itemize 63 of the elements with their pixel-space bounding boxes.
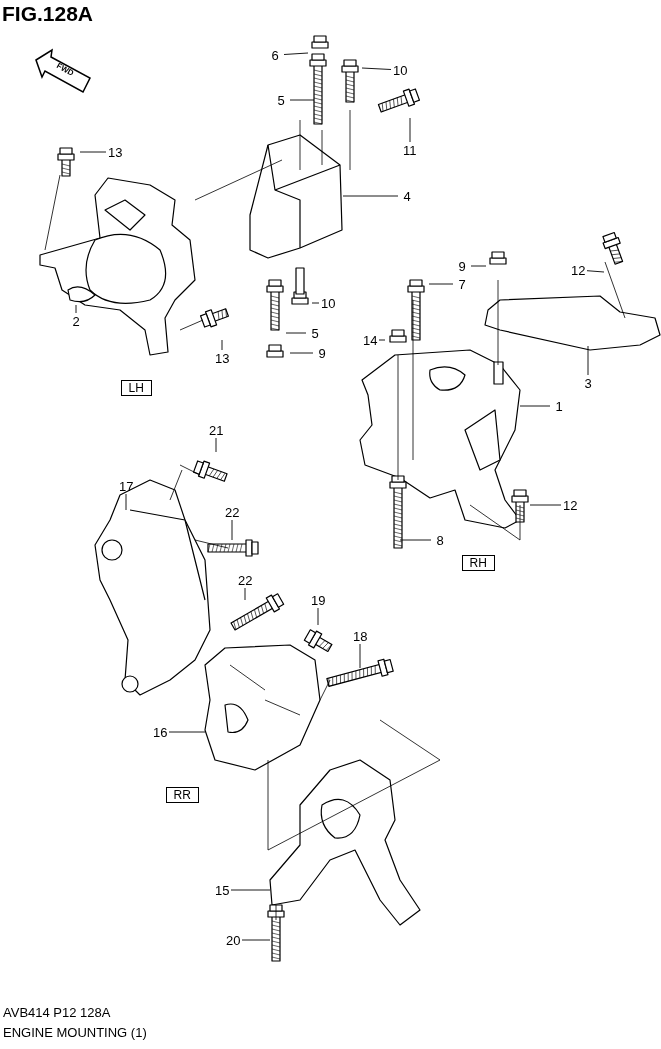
callout-number: 4	[403, 188, 411, 204]
leader-line	[586, 270, 605, 273]
callout-number: 13	[215, 350, 230, 366]
callout-number: 16	[153, 724, 168, 740]
leader-line	[470, 265, 487, 267]
leader-line	[519, 405, 551, 407]
leader-line	[289, 99, 315, 101]
leader-line	[125, 493, 127, 511]
callout-number: 9	[318, 345, 326, 361]
leader-line	[359, 643, 361, 669]
zone-label: RR	[165, 787, 199, 803]
leader-line	[428, 283, 454, 285]
callout-number: 19	[311, 592, 326, 608]
figure-caption: ENGINE MOUNTING (1)	[3, 1025, 147, 1040]
callout-number: 3	[584, 375, 592, 391]
callout-number: 17	[119, 478, 134, 494]
callout-number: 1	[555, 398, 563, 414]
direction-label: FWD	[54, 61, 76, 78]
leader-line	[399, 539, 432, 541]
drawing-code: AVB414 P12 128A	[3, 1005, 111, 1020]
callout-number: 5	[311, 325, 319, 341]
leader-line	[244, 587, 246, 601]
leader-line	[79, 151, 107, 153]
leader-line	[409, 117, 411, 143]
leader-line	[221, 339, 223, 351]
callout-number: 22	[225, 504, 240, 520]
leader-line	[241, 939, 271, 941]
leader-line	[361, 67, 392, 70]
callout-number: 18	[353, 628, 368, 644]
leader-line	[311, 302, 320, 304]
callout-number: 9	[458, 258, 466, 274]
callout-number: 21	[209, 422, 224, 438]
leader-line	[75, 304, 77, 314]
callout-number: 5	[277, 92, 285, 108]
callout-number: 12	[563, 497, 578, 513]
callout-number: 14	[363, 332, 378, 348]
figure-title: FIG.128A	[2, 2, 94, 26]
leader-line	[285, 332, 307, 334]
callout-number: 15	[215, 882, 230, 898]
callout-number: 8	[436, 532, 444, 548]
leader-line	[231, 519, 233, 541]
callout-number: 20	[226, 932, 241, 948]
callout-number: 13	[108, 144, 123, 160]
leader-line	[283, 52, 309, 55]
leader-line	[587, 345, 589, 376]
callout-number: 12	[571, 262, 586, 278]
leader-line	[215, 437, 217, 453]
zone-label: LH	[120, 380, 152, 396]
callout-number: 10	[321, 295, 336, 311]
leader-line	[289, 352, 314, 354]
zone-label: RH	[461, 555, 495, 571]
leader-line	[378, 339, 386, 341]
callout-number: 2	[72, 313, 80, 329]
callout-number: 6	[271, 47, 279, 63]
leader-line	[342, 195, 399, 197]
callout-number: 11	[403, 142, 417, 158]
callout-number: 7	[458, 276, 466, 292]
leader-line	[529, 504, 562, 506]
callout-number: 10	[393, 62, 408, 78]
callout-number: 22	[238, 572, 253, 588]
leader-line	[317, 607, 319, 626]
leader-line	[168, 731, 206, 733]
leader-line	[230, 889, 271, 891]
